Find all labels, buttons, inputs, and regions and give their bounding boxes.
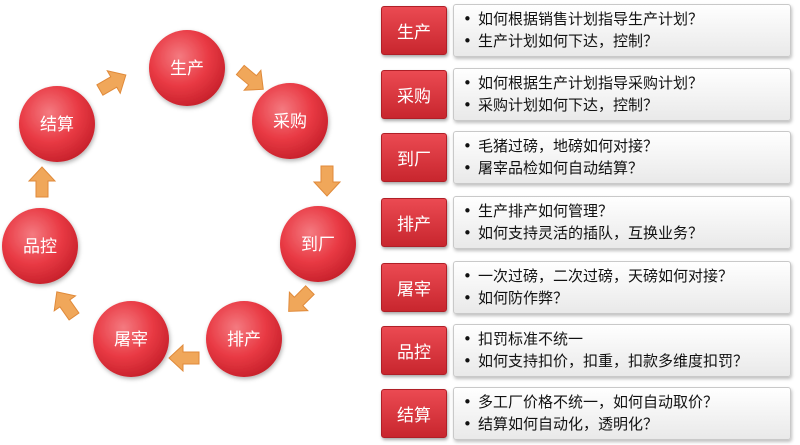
cycle-node-scheduling: 排产 [206,301,282,377]
flow-arrow-icon [53,291,80,321]
cycle-node-quality-control: 品控 [2,208,78,284]
question-item: 生产排产如何管理？ [463,200,790,222]
cycle-node-label: 生产 [170,59,204,79]
question-item: 扣罚标准不统一 [463,328,790,350]
cycle-node-purchasing: 采购 [252,83,328,159]
cycle-node-settlement: 结算 [19,86,95,162]
question-list: 多工厂价格不统一，如何自动取价？结算如何自动化，透明化？ [453,387,791,440]
cycle-node-label: 屠宰 [114,330,148,350]
cycle-node-label: 到厂 [301,235,335,255]
cycle-node-arrival: 到厂 [280,206,356,282]
stage-tag: 品控 [381,326,447,375]
stage-tag: 排产 [381,198,447,247]
question-item: 如何根据生产计划指导采购计划？ [463,72,790,94]
question-item: 结算如何自动化，透明化？ [463,413,790,435]
question-item: 如何支持扣价，扣重，扣款多维度扣罚？ [463,350,790,372]
flow-arrow-icon [27,166,57,198]
flow-arrow-icon [312,165,342,197]
question-item: 屠宰品检如何自动结算？ [463,157,790,179]
question-item: 一次过磅，二次过磅，天磅如何对接？ [463,265,790,287]
cycle-node-slaughter: 屠宰 [93,301,169,377]
flow-arrow-icon [96,69,127,96]
question-item: 毛猪过磅，地磅如何对接？ [463,135,790,157]
flow-arrow-icon [288,285,315,312]
question-row-settlement: 结算多工厂价格不统一，如何自动取价？结算如何自动化，透明化？ [381,387,791,440]
cycle-node-label: 排产 [227,330,261,350]
cycle-node-label: 品控 [23,237,57,257]
question-row-arrival: 到厂毛猪过磅，地磅如何对接？屠宰品检如何自动结算？ [381,131,791,184]
cycle-node-label: 结算 [40,115,74,135]
question-item: 如何防作弊？ [463,287,790,309]
question-item: 多工厂价格不统一，如何自动取价？ [463,391,790,413]
stage-tag: 生产 [381,6,447,55]
cycle-node-label: 采购 [273,112,307,132]
question-item: 如何支持灵活的插队，互换业务？ [463,222,790,244]
question-list: 一次过磅，二次过磅，天磅如何对接？如何防作弊？ [453,261,791,314]
question-row-slaughter: 屠宰一次过磅，二次过磅，天磅如何对接？如何防作弊？ [381,261,791,314]
cycle-node-production: 生产 [149,30,225,106]
stage-tag: 结算 [381,389,447,438]
question-list: 如何根据生产计划指导采购计划？采购计划如何下达，控制？ [453,68,791,121]
flow-arrow-icon [168,343,200,373]
question-row-purchasing: 采购如何根据生产计划指导采购计划？采购计划如何下达，控制？ [381,68,791,121]
question-item: 采购计划如何下达，控制？ [463,94,790,116]
question-item: 如何根据销售计划指导生产计划？ [463,8,790,30]
stage-tag: 采购 [381,70,447,119]
question-list: 扣罚标准不统一如何支持扣价，扣重，扣款多维度扣罚？ [453,324,791,377]
stage-tag: 屠宰 [381,263,447,312]
question-list: 毛猪过磅，地磅如何对接？屠宰品检如何自动结算？ [453,131,791,184]
stage-tag: 到厂 [381,133,447,182]
question-list: 如何根据销售计划指导生产计划？生产计划如何下达，控制？ [453,4,791,57]
flow-arrow-icon [235,64,264,91]
question-row-scheduling: 排产生产排产如何管理？如何支持灵活的插队，互换业务？ [381,196,791,249]
question-row-quality-control: 品控扣罚标准不统一如何支持扣价，扣重，扣款多维度扣罚？ [381,324,791,377]
question-list: 生产排产如何管理？如何支持灵活的插队，互换业务？ [453,196,791,249]
question-item: 生产计划如何下达，控制？ [463,30,790,52]
question-row-production: 生产如何根据销售计划指导生产计划？生产计划如何下达，控制？ [381,4,791,57]
